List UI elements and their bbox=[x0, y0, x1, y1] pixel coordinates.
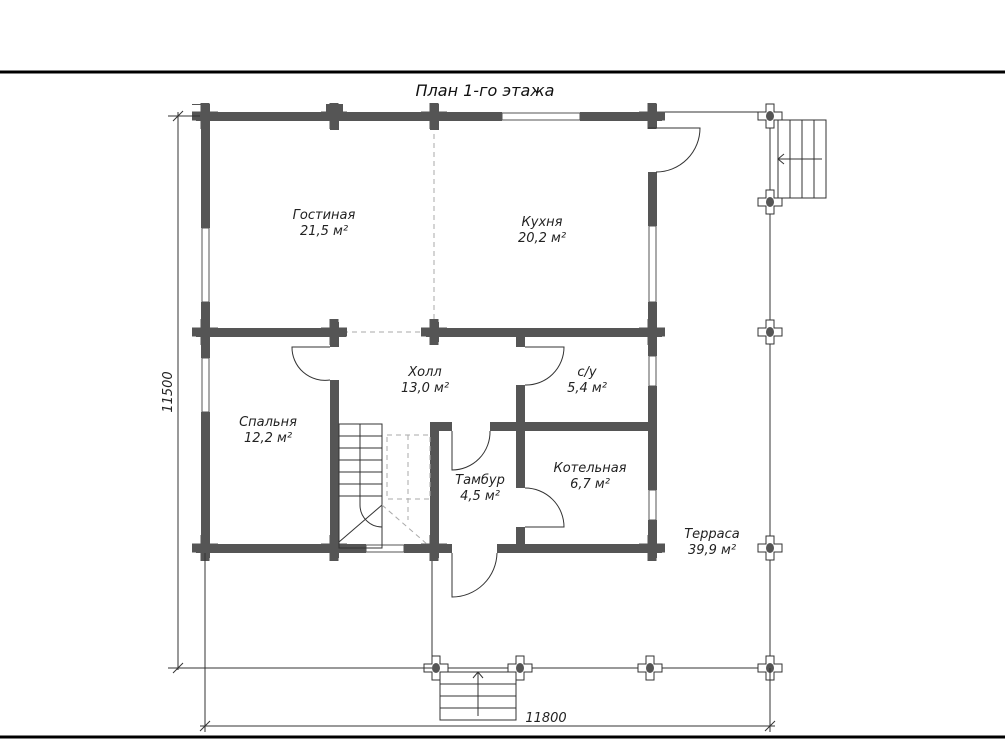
plan-title: План 1-го этажа bbox=[416, 81, 555, 100]
terrace-post bbox=[757, 535, 783, 561]
interior-stairs bbox=[338, 423, 431, 549]
room-area-tambur: 4,5 м² bbox=[460, 489, 500, 504]
room-name-tambur: Тамбур bbox=[455, 473, 505, 488]
room-area-bedroom: 12,2 м² bbox=[244, 431, 292, 446]
room-area-wc: 5,4 м² bbox=[567, 381, 607, 396]
wc-door-icon bbox=[524, 346, 565, 386]
height-dimension: 11500 bbox=[161, 371, 176, 412]
terrace-stairs-east bbox=[777, 119, 827, 199]
walls bbox=[192, 103, 665, 561]
terrace-post bbox=[757, 103, 783, 129]
terrace-post bbox=[757, 189, 783, 215]
room-area-boiler: 6,7 м² bbox=[570, 477, 610, 492]
boiler-door-icon bbox=[524, 487, 565, 528]
room-area-hall: 13,0 м² bbox=[401, 381, 449, 396]
room-name-hall: Холл bbox=[407, 365, 441, 380]
tambur-door-icon bbox=[451, 430, 491, 471]
terrace-posts bbox=[423, 103, 783, 681]
doors bbox=[291, 127, 701, 598]
terrace-stairs-south bbox=[439, 671, 517, 721]
terrace-post bbox=[507, 655, 533, 681]
room-name-terrace: Терраса bbox=[684, 527, 740, 542]
room-name-boiler: Котельная bbox=[553, 461, 626, 476]
room-name-wc: с/у bbox=[577, 365, 597, 380]
room-area-terrace: 39,9 м² bbox=[688, 543, 736, 558]
bedroom-door-icon bbox=[291, 346, 331, 381]
terrace-door-icon bbox=[648, 127, 701, 173]
room-name-kitchen: Кухня bbox=[522, 215, 563, 230]
terrace-post bbox=[637, 655, 663, 681]
windows bbox=[201, 112, 657, 553]
room-name-bedroom: Спальня bbox=[239, 415, 297, 430]
entrance-door-icon bbox=[451, 552, 498, 598]
room-name-living: Гостиная bbox=[293, 208, 356, 223]
terrace-post bbox=[757, 319, 783, 345]
dimension-lines bbox=[168, 110, 776, 732]
width-dimension: 11800 bbox=[525, 711, 566, 726]
room-area-living: 21,5 м² bbox=[300, 224, 348, 239]
room-area-kitchen: 20,2 м² bbox=[518, 231, 566, 246]
